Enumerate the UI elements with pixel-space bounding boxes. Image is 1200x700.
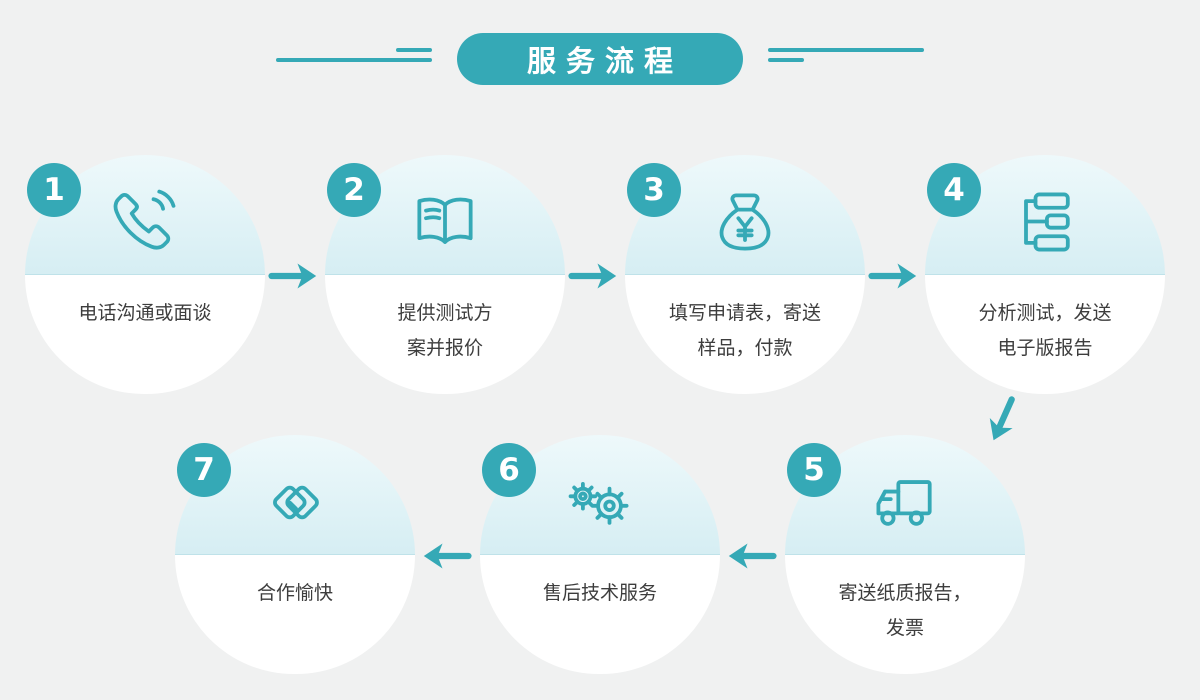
handshake-icon [257, 464, 333, 540]
decorative-line [396, 48, 432, 52]
step-circle-7: 合作愉快 7 [175, 435, 415, 675]
step-circle-4: 分析测试，发送 电子版报告 4 [925, 155, 1165, 395]
page-title-text: 服务流程 [526, 44, 683, 78]
arrow-left-icon [727, 539, 777, 573]
arrow-right-icon [268, 259, 318, 293]
step-circle-5: 寄送纸质报告， 发票 5 [785, 435, 1025, 675]
step-2-bottom: 提供测试方 案并报价 [325, 275, 565, 394]
gears-icon [562, 464, 638, 540]
step-circle-6: 售后技术服务 6 [480, 435, 720, 675]
arrow-down-icon [977, 389, 1028, 449]
open-book-icon [407, 184, 483, 260]
decorative-line [768, 58, 804, 62]
page-title: 服务流程 [457, 33, 743, 85]
step-4-bottom: 分析测试，发送 电子版报告 [925, 275, 1165, 394]
step-number-badge: 2 [327, 163, 381, 217]
decorative-line [276, 58, 432, 62]
step-circle-3: 填写申请表，寄送 样品，付款 3 [625, 155, 865, 395]
step-circle-2: 提供测试方 案并报价 2 [325, 155, 565, 395]
arrow-left-icon [422, 539, 472, 573]
step-number-badge: 7 [177, 443, 231, 497]
phone-icon [107, 184, 183, 260]
step-number-badge: 6 [482, 443, 536, 497]
step-circle-1: 电话沟通或面谈 1 [25, 155, 265, 395]
step-number-badge: 4 [927, 163, 981, 217]
step-5-bottom: 寄送纸质报告， 发票 [785, 555, 1025, 674]
step-7-bottom: 合作愉快 [175, 555, 415, 674]
arrow-right-icon [868, 259, 918, 293]
step-label: 合作愉快 [256, 582, 333, 604]
step-1-bottom: 电话沟通或面谈 [25, 275, 265, 394]
arrow-right-icon [568, 259, 618, 293]
step-label: 寄送纸质报告， 发票 [838, 582, 972, 640]
step-number-badge: 3 [627, 163, 681, 217]
sitemap-icon [1007, 184, 1083, 260]
step-label: 提供测试方 案并报价 [397, 302, 493, 360]
truck-icon [867, 464, 943, 540]
step-label: 分析测试，发送 电子版报告 [978, 302, 1112, 360]
step-label: 填写申请表，寄送 样品，付款 [668, 302, 821, 360]
step-label: 售后技术服务 [542, 582, 657, 604]
step-number-badge: 5 [787, 443, 841, 497]
step-number-badge: 1 [27, 163, 81, 217]
step-label: 电话沟通或面谈 [78, 302, 212, 324]
money-bag-icon [707, 184, 783, 260]
step-6-bottom: 售后技术服务 [480, 555, 720, 674]
decorative-line [768, 48, 924, 52]
step-3-bottom: 填写申请表，寄送 样品，付款 [625, 275, 865, 394]
